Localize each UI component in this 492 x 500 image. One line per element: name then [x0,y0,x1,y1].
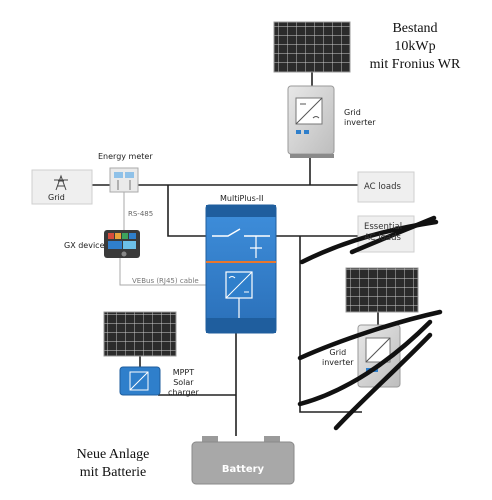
solar-panel-right-icon [345,267,419,313]
solar-panel-top-icon [273,21,351,73]
energy-meter-icon [109,167,139,193]
gx-device-label: GX device [64,241,105,250]
multiplus-label: MultiPlus-II [220,194,264,203]
rs485-label: RS-485 [128,210,154,218]
new-annotation: Neue Anlage mit Batterie [48,446,178,482]
essential-loads-label-1: Essential [364,222,403,232]
grid-inverter-bottom-label: Grid inverter [322,348,354,368]
ac-loads-box [357,171,415,203]
battery-icon [191,436,295,485]
vebus-label: VEBus (RJ45) cable [132,277,199,285]
grid-inverter-top-label: Grid inverter [344,108,376,128]
existing-line-1: Bestand [392,21,438,36]
mppt-label-2: Solar [173,378,194,387]
grid-inverter-top-icon [287,85,335,158]
existing-line-2: 10kWp [394,39,436,54]
grid-box [31,169,93,205]
ac-loads-label: AC loads [364,182,401,192]
battery-label: Battery [221,464,265,475]
mppt-icon [119,366,161,396]
grid-inverter-bottom-label-2: inverter [322,358,354,367]
grid-label: Grid [48,193,65,202]
pylon-icon [54,174,68,191]
essential-loads-label-2: AC loads [364,233,401,243]
new-line-2: mit Batterie [79,465,147,480]
gx-device-icon [104,230,140,258]
grid-inverter-top-label-1: Grid [344,108,361,117]
essential-loads-label: Essential AC loads [364,222,402,244]
new-line-1: Neue Anlage [76,447,150,462]
wiring [92,72,379,436]
mppt-label-1: MPPT [172,368,195,377]
mppt-label-3: charger [168,388,199,397]
multiplus-icon [205,204,277,334]
existing-annotation: Bestand 10kWp mit Fronius WR [350,20,480,74]
grid-inverter-top-label-2: inverter [344,118,376,127]
solar-panel-left-icon [103,311,177,357]
existing-line-3: mit Fronius WR [369,57,461,72]
mppt-label: MPPT Solar charger [168,368,199,398]
signal-cables [119,192,206,286]
cross-out-strokes [297,215,443,431]
grid-inverter-bottom-label-1: Grid [329,348,347,357]
energy-meter-label: Energy meter [98,152,153,161]
